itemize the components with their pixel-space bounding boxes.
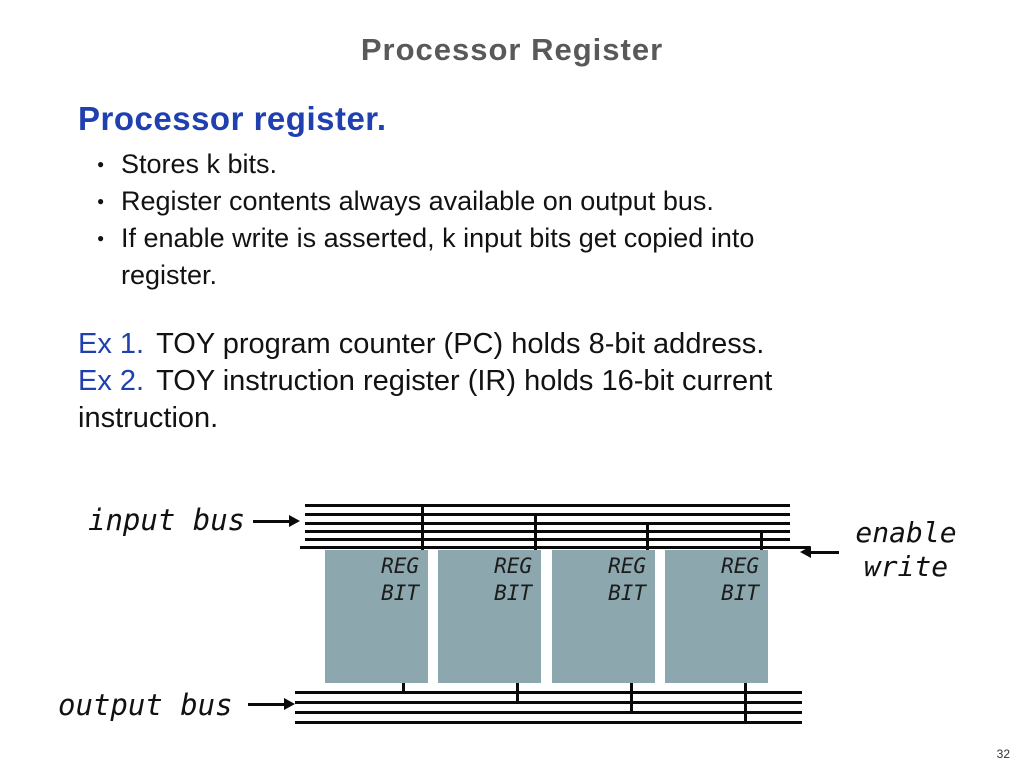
input-bus-arrowhead-icon (289, 515, 300, 527)
bullet-text: Stores k bits. (121, 149, 278, 179)
example-2: Ex 2.TOY instruction register (IR) holds… (78, 363, 828, 437)
reg-bit-label: REG (608, 554, 646, 578)
output-bus-label: output bus (58, 688, 233, 722)
input-tap (421, 504, 424, 550)
enable-write-line (300, 546, 810, 549)
example-2-text: TOY instruction register (IR) holds 16-b… (78, 365, 773, 434)
reg-bit-label: BIT (721, 581, 759, 605)
output-bus-arrow-icon (248, 703, 286, 706)
page-number: 32 (996, 747, 1010, 761)
example-1: Ex 1. TOY program counter (PC) holds 8-bi… (78, 326, 828, 363)
bullet-icon: ● (97, 157, 105, 171)
bus-line (295, 711, 802, 714)
reg-bit-box: REG BIT (552, 550, 655, 683)
section-heading: Processor register. (78, 100, 387, 137)
bullet-item: ● Register contents always available on … (95, 183, 835, 220)
bullet-icon: ● (97, 231, 105, 245)
bus-line (295, 701, 802, 704)
example-1-text: TOY program counter (PC) holds 8-bit add… (156, 328, 765, 360)
reg-bit-label: REG (721, 554, 759, 578)
reg-bit-label: REG (494, 554, 532, 578)
input-tap (646, 522, 649, 550)
input-bus-label: input bus (88, 503, 246, 537)
bullet-text: If enable write is asserted, k input bit… (121, 223, 755, 290)
enable-write-arrowhead-icon (800, 546, 811, 558)
bus-line (305, 513, 790, 516)
bus-line (305, 530, 790, 533)
input-tap (534, 513, 537, 550)
bullet-item: ● If enable write is asserted, k input b… (95, 220, 835, 294)
bullet-text: Register contents always available on ou… (121, 186, 714, 216)
output-bus-arrowhead-icon (284, 698, 295, 710)
slide-title: Processor Register (360, 32, 664, 67)
enable-write-arrow-icon (809, 551, 839, 554)
input-tap (760, 530, 763, 550)
reg-bit-box: REG BIT (665, 550, 768, 683)
bus-line (305, 522, 790, 525)
output-tap (630, 683, 633, 714)
reg-bit-label: BIT (381, 581, 419, 605)
enable-write-label: enable write (855, 516, 957, 583)
bullet-list: ● Stores k bits. ● Register contents alw… (95, 146, 835, 294)
bus-line (305, 538, 790, 541)
bus-line (305, 504, 790, 507)
reg-bit-label: REG (381, 554, 419, 578)
reg-bit-box: REG BIT (325, 550, 428, 683)
output-tap (402, 683, 405, 694)
bus-line (295, 691, 802, 694)
reg-bit-label: BIT (608, 581, 646, 605)
example-1-label: Ex 1. (78, 328, 145, 360)
bus-line (295, 721, 802, 724)
reg-bit-box: REG BIT (438, 550, 541, 683)
input-bus-arrow-icon (253, 520, 291, 523)
bullet-icon: ● (97, 194, 105, 208)
bullet-item: ● Stores k bits. (95, 146, 835, 183)
examples-block: Ex 1. TOY program counter (PC) holds 8-bi… (78, 326, 828, 437)
example-2-label: Ex 2. (78, 365, 145, 397)
reg-bit-label: BIT (494, 581, 532, 605)
